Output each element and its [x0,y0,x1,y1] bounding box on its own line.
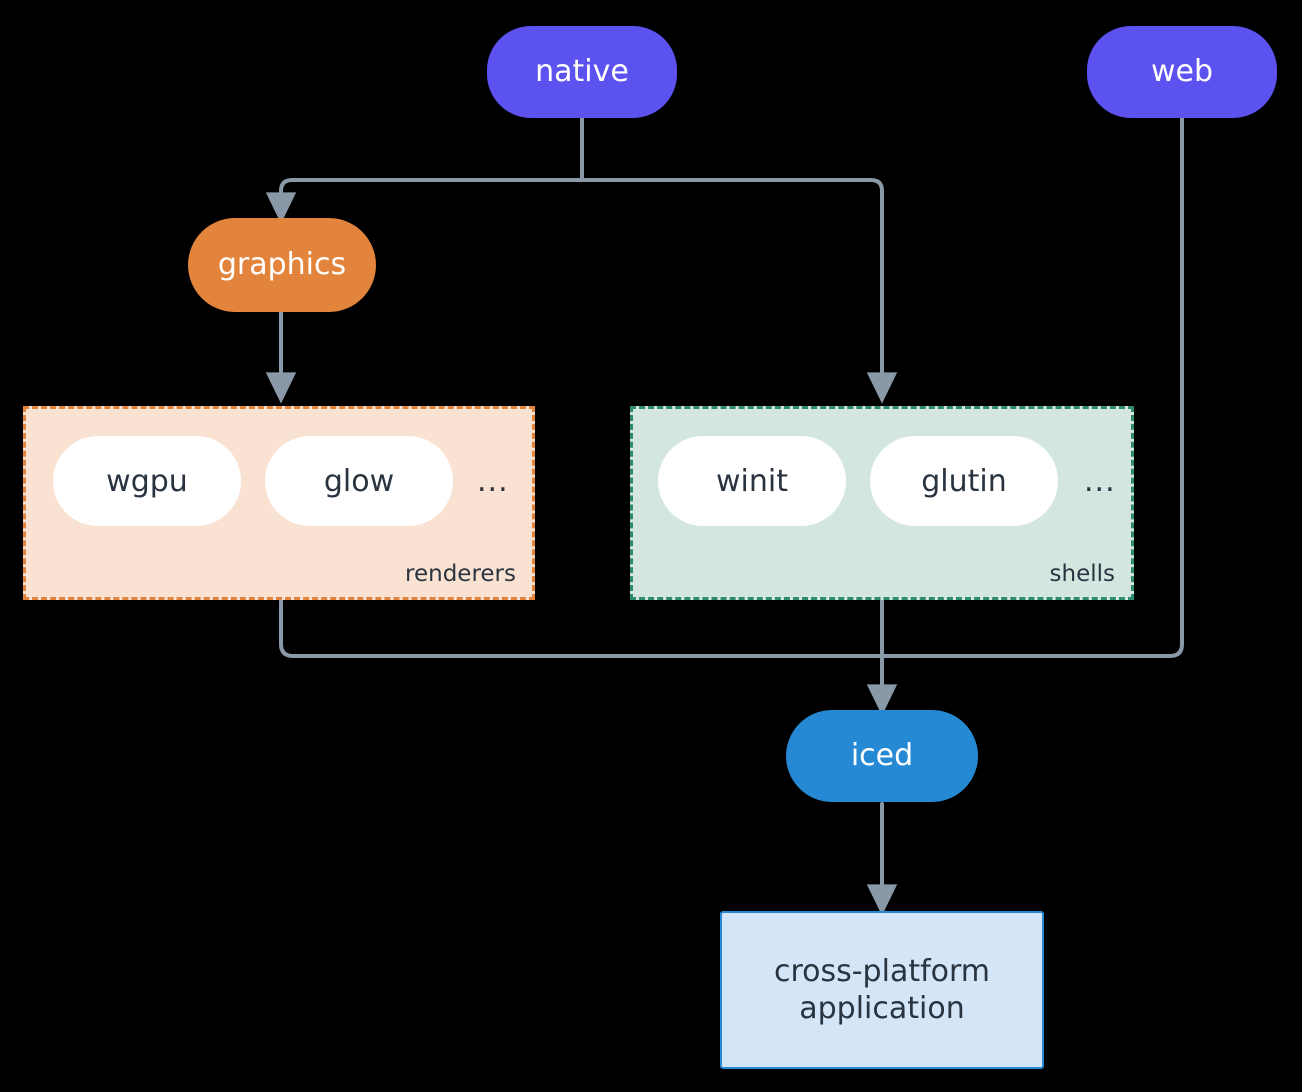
shells-ellipsis: ... [1084,463,1116,499]
leaf-glutin-label: glutin [921,463,1007,499]
node-cross-platform-application[interactable]: cross-platform application [720,911,1044,1069]
node-iced[interactable]: iced [786,710,978,802]
leaf-glutin[interactable]: glutin [870,436,1058,526]
edge-native-to-graphics [265,178,584,224]
group-shells: winit glutin ... shells [630,406,1134,600]
leaf-glow-label: glow [323,463,395,499]
leaf-winit[interactable]: winit [658,436,846,526]
application-label-line2: application [799,991,965,1026]
leaf-glow[interactable]: glow [265,436,453,526]
leaf-wgpu[interactable]: wgpu [53,436,241,526]
node-web[interactable]: web [1087,26,1277,118]
node-iced-label: iced [850,738,914,774]
edge-native-to-shells [580,178,898,404]
renderers-ellipsis: ... [477,463,509,499]
group-shells-label: shells [1049,561,1115,587]
leaf-winit-label: winit [716,463,788,499]
node-native-label: native [535,54,629,90]
group-renderers: wgpu glow ... renderers [23,406,535,600]
node-native[interactable]: native [487,26,677,118]
edge-renderers-to-iced [279,599,884,658]
node-web-label: web [1150,54,1214,90]
node-graphics[interactable]: graphics [188,218,376,312]
leaf-wgpu-label: wgpu [106,463,188,499]
application-label-line1: cross-platform [773,953,991,989]
group-renderers-label: renderers [405,561,516,587]
node-graphics-label: graphics [217,247,347,283]
